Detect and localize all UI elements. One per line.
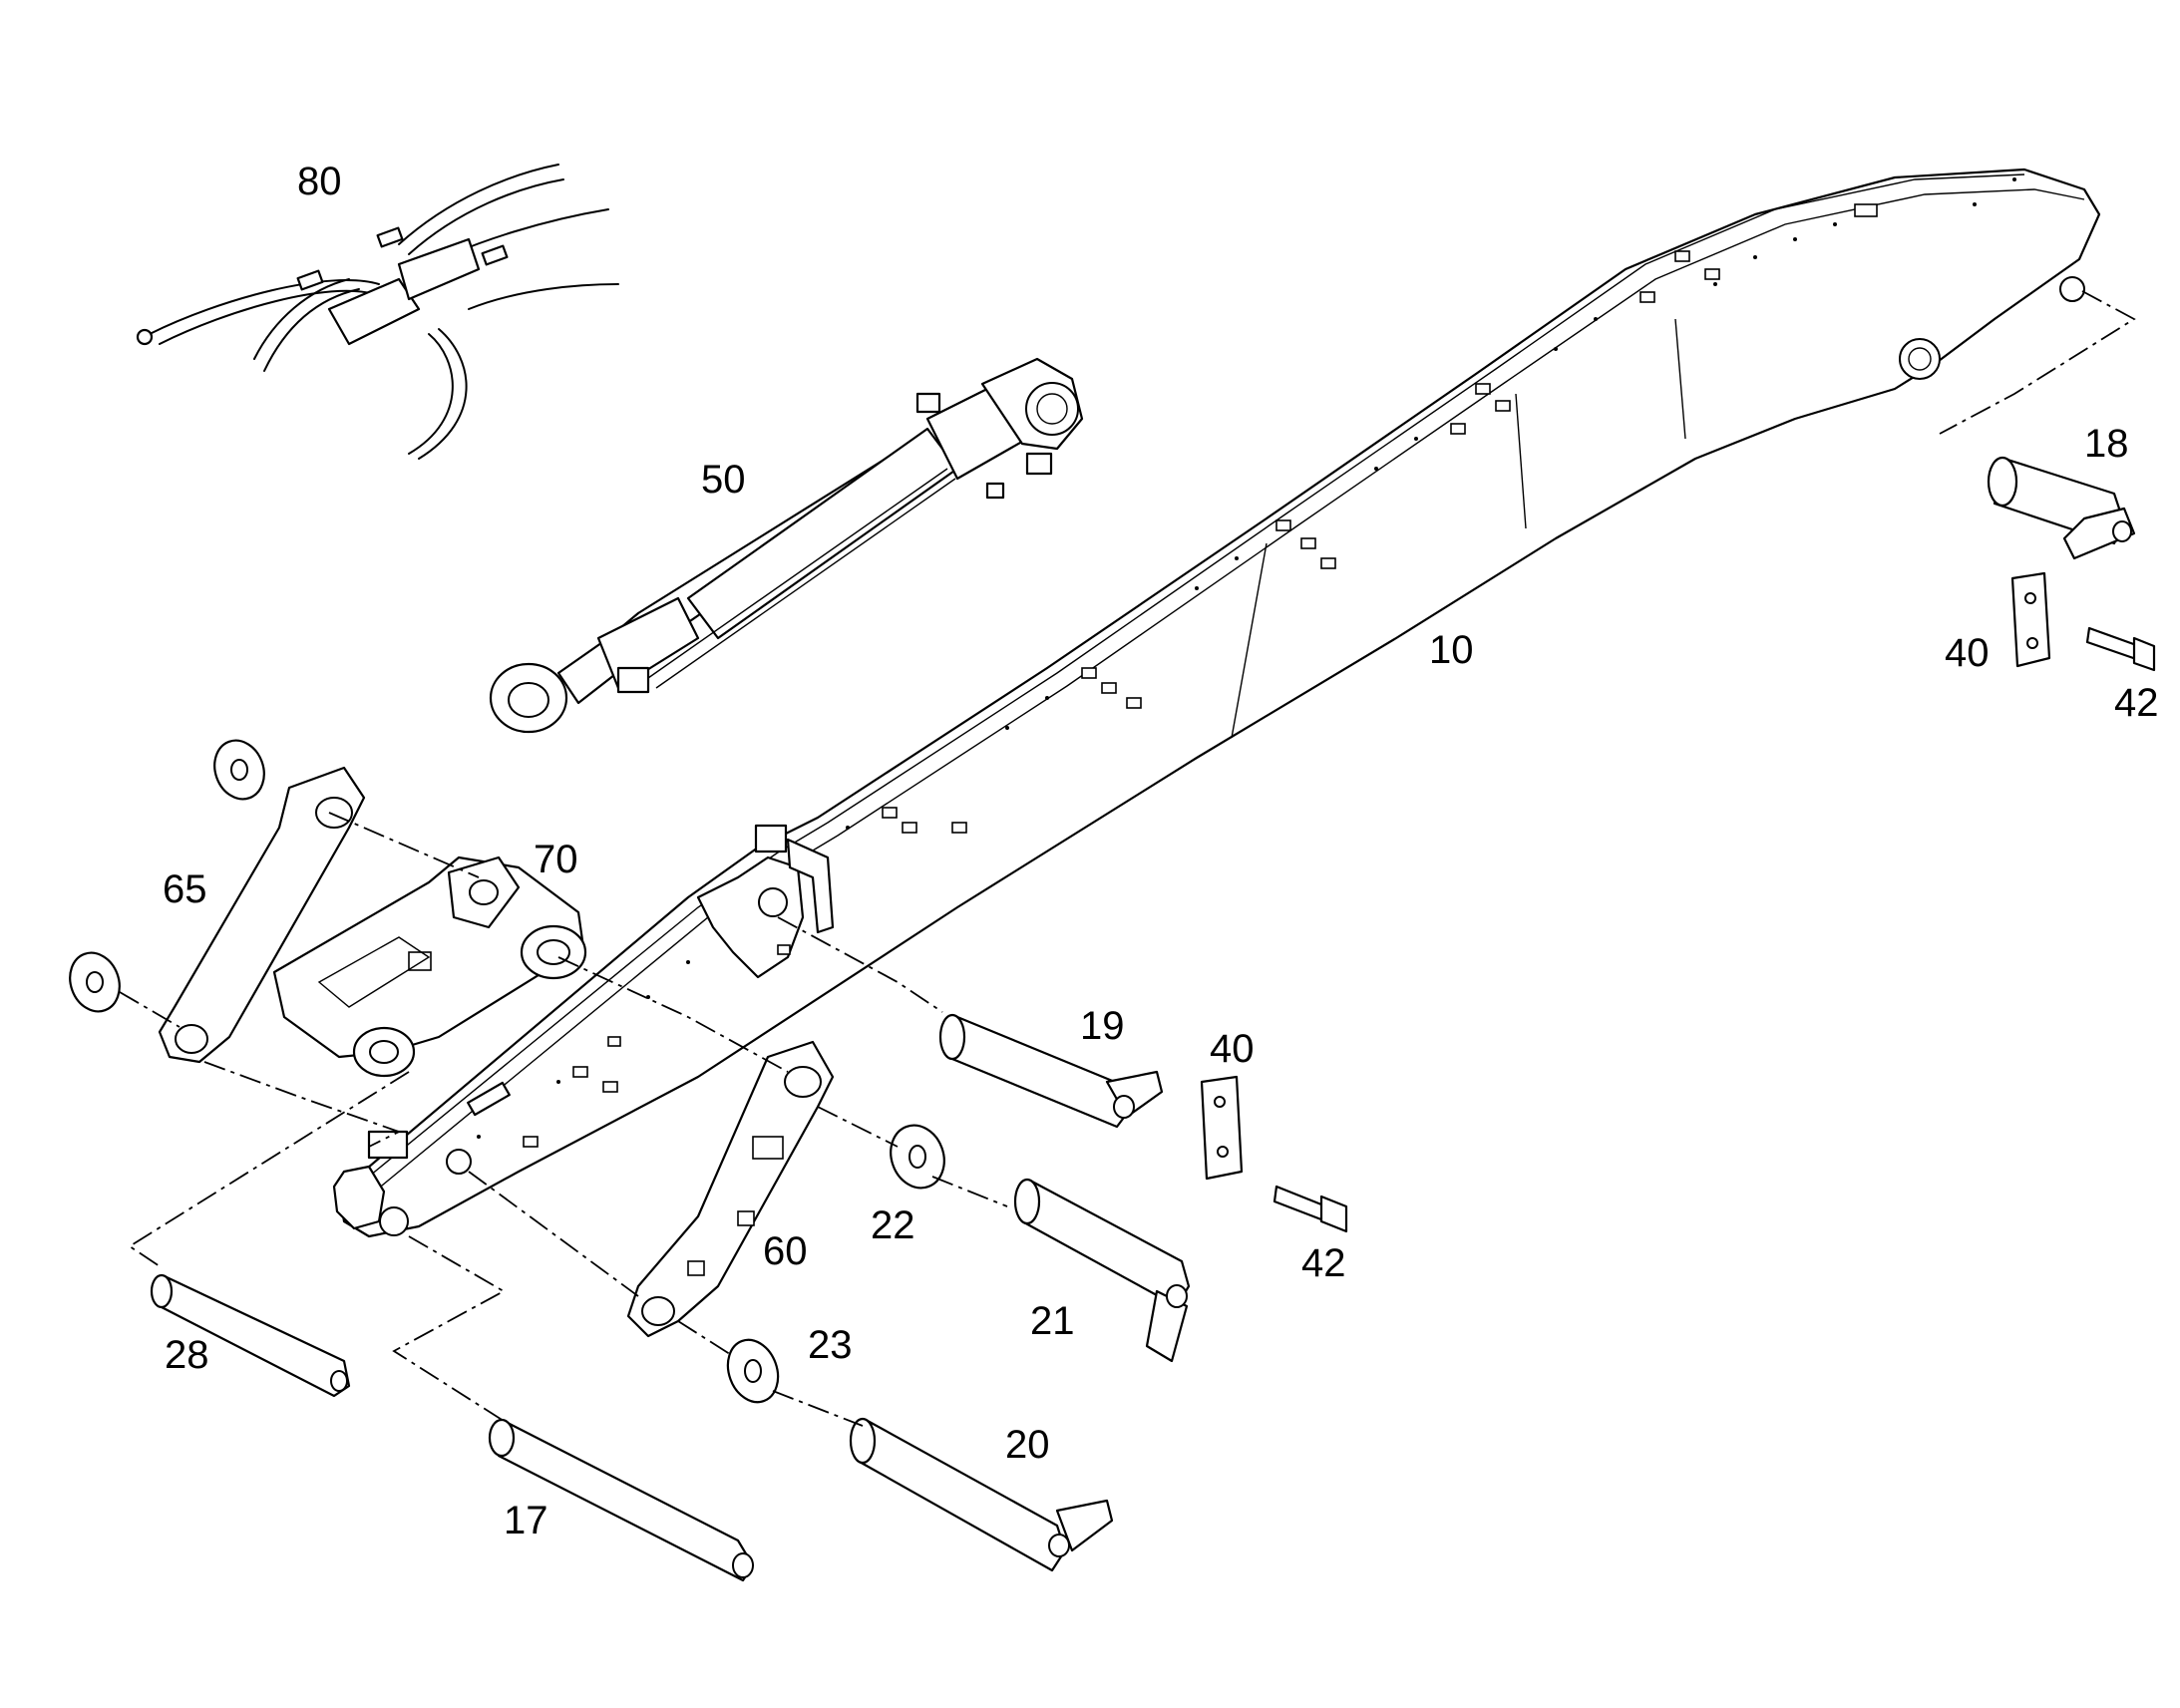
plate-40-mid <box>1200 1075 1244 1181</box>
pin-18 <box>1987 456 2136 560</box>
boom-details <box>477 177 2016 1148</box>
hose-assembly <box>136 164 619 460</box>
callout-70: 70 <box>534 838 578 881</box>
pin-21 <box>1013 1178 1191 1363</box>
callout-21: 21 <box>1030 1299 1075 1343</box>
plate-40-top <box>2010 571 2051 668</box>
callout-65: 65 <box>163 867 207 911</box>
washer-22 <box>890 1124 945 1190</box>
callout-20: 20 <box>1005 1423 1050 1467</box>
bolt-42-top <box>2085 626 2156 672</box>
callout-50: 50 <box>701 458 746 502</box>
callout-40-mid: 40 <box>1210 1027 1255 1071</box>
washer-65-bottom <box>69 951 121 1013</box>
callout-42-mid: 42 <box>1301 1241 1346 1285</box>
callout-labels: 80 50 10 18 40 42 65 70 19 40 22 42 60 2… <box>163 160 2159 1542</box>
callout-28: 28 <box>165 1333 209 1377</box>
center-lines <box>119 290 2136 1427</box>
callout-23: 23 <box>808 1323 853 1367</box>
callout-40-top: 40 <box>1945 631 1990 675</box>
callout-10: 10 <box>1429 628 1474 672</box>
callout-60: 60 <box>763 1229 808 1273</box>
callout-18: 18 <box>2084 422 2129 466</box>
bolt-42-mid <box>1272 1185 1348 1233</box>
pin-17 <box>488 1418 755 1582</box>
callout-17: 17 <box>504 1499 548 1542</box>
pin-28 <box>150 1273 351 1398</box>
washer-23 <box>726 1338 780 1404</box>
pin-19 <box>938 1013 1164 1129</box>
bracket-70 <box>272 855 587 1078</box>
callout-80: 80 <box>297 160 342 203</box>
link-arm-65 <box>158 766 366 1064</box>
hydraulic-cylinder <box>489 357 1084 734</box>
washer-65-top <box>213 739 265 801</box>
callout-19: 19 <box>1080 1004 1125 1048</box>
boom-arm <box>332 168 2101 1238</box>
callout-22: 22 <box>871 1203 915 1247</box>
callout-42-top: 42 <box>2114 681 2159 725</box>
pin-20 <box>849 1417 1114 1572</box>
